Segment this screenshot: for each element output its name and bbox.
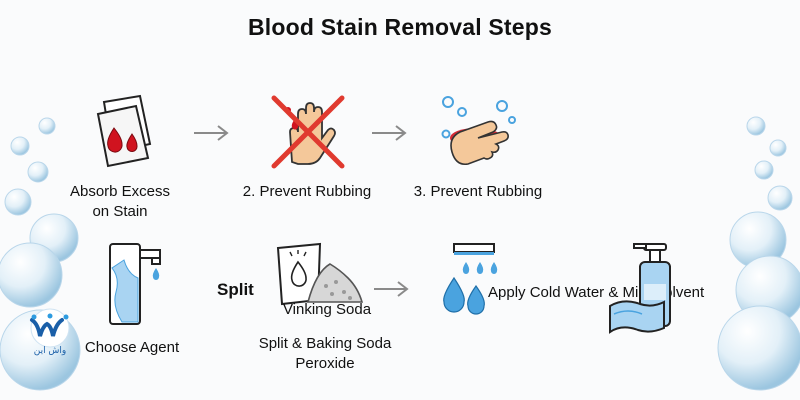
step-choose-agent-label: Choose Agent [84,339,180,356]
no-rubbing-hand-icon [271,95,345,169]
wash-logo-icon [30,308,70,348]
bubbles-right-decoration [717,116,800,391]
step-absorb-line1: Absorb Excess [69,183,171,200]
wash-logo: واش این [20,308,80,368]
faucet-drip-icon [109,243,161,325]
baking-soda-icon [276,242,364,306]
scrubbing-hand-icon [441,96,516,166]
step-vinking-soda-label: Vinking Soda [282,301,372,318]
soap-bottle-icon [609,243,671,334]
bubbles-left-decoration [0,117,81,391]
water-drops-icon [443,243,498,315]
step-baking-line1: Split & Baking Soda [258,335,392,352]
arrow-right-icon [372,125,407,141]
step-prevent-2-label: 2. Prevent Rubbing [242,183,372,200]
arrow-right-icon [194,125,229,141]
tissue-blood-icon [96,94,152,168]
step-baking-line2: Peroxide [295,355,355,372]
page-title: Blood Stain Removal Steps [247,14,553,40]
step-split-label: Split [217,280,254,299]
step-absorb-label: Absorb Excess on Stain [60,182,180,222]
step-prevent-3-label: 3. Prevent Rubbing [413,183,543,200]
step-baking-soda-label: Split & Baking Soda Peroxide [240,334,410,374]
logo-text: واش این [33,346,67,356]
arrow-right-icon [374,281,409,297]
step-absorb-line2: on Stain [92,203,148,220]
